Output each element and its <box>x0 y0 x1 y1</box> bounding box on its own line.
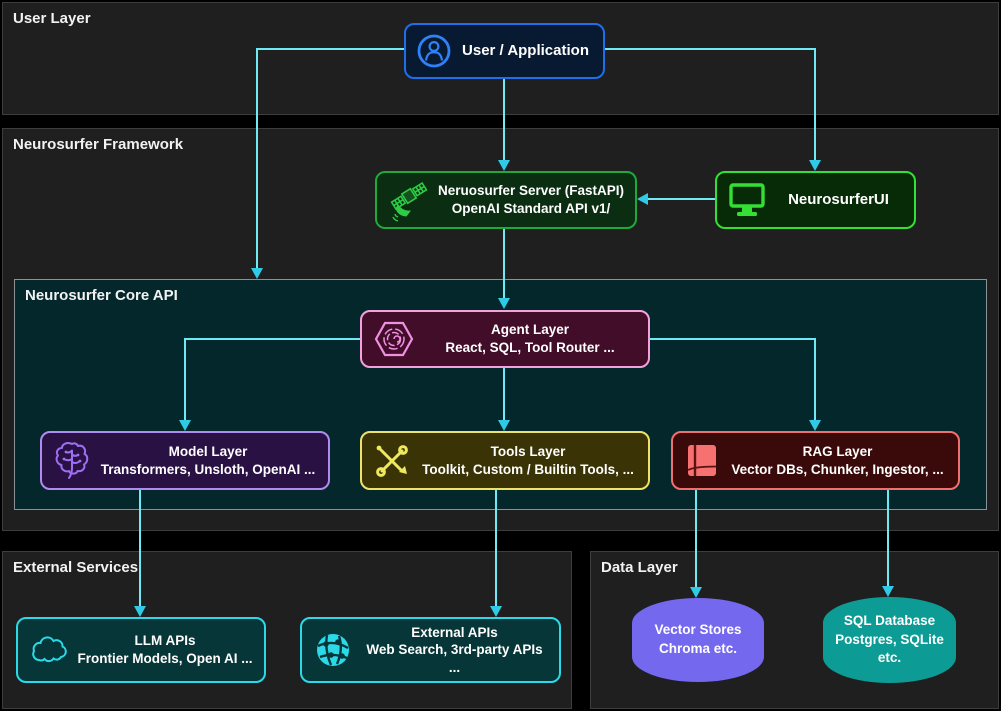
connector-user-to-ui-h <box>605 48 816 50</box>
external-apis-node: External APIs Web Search, 3rd-party APIs… <box>300 617 561 683</box>
arrowhead-into-tools-layer <box>498 420 510 431</box>
arrowhead-into-rag-layer <box>809 420 821 431</box>
arrowhead-into-server-top <box>498 160 510 171</box>
globe-network-icon <box>312 629 354 671</box>
connector-agent-to-model-h <box>184 338 360 340</box>
connector-rag-to-sql-v <box>887 490 889 587</box>
arrowhead-into-neurosurfer-ui <box>809 160 821 171</box>
rag-layer-node: RAG Layer Vector DBs, Chunker, Ingestor,… <box>671 431 960 490</box>
neurosurfer-ui-node: NeurosurferUI <box>715 171 916 229</box>
tools-layer-node: Tools Layer Toolkit, Custom / Builtin To… <box>360 431 650 490</box>
connector-user-to-coreapi-v <box>256 48 258 269</box>
arrowhead-into-model-layer <box>179 420 191 431</box>
model-layer-subtitle: Transformers, Unsloth, OpenAI ... <box>100 461 316 477</box>
arrowhead-into-core-api <box>251 268 263 279</box>
tools-icon <box>372 441 412 481</box>
sql-database-line2: Postgres, SQLite <box>835 631 944 647</box>
sql-database-line3: etc. <box>877 650 902 666</box>
user-application-node: User / Application <box>404 23 605 79</box>
server-title: Neruosurfer Server (FastAPI) <box>437 183 625 199</box>
connector-agent-to-model-v <box>184 338 186 421</box>
vector-stores-line2: Chroma etc. <box>658 641 738 656</box>
connector-agent-to-tools-v <box>503 368 505 421</box>
arrowhead-into-vector-stores <box>690 587 702 598</box>
agent-hexagon-icon <box>372 317 416 361</box>
monitor-icon <box>727 182 767 218</box>
section-label-neurosurfer-framework: Neurosurfer Framework <box>13 136 184 153</box>
connector-user-to-coreapi-h <box>256 48 406 50</box>
agent-layer-title: Agent Layer <box>490 322 570 338</box>
connector-agent-to-rag-v <box>814 338 816 421</box>
user-icon <box>416 33 452 69</box>
tools-layer-title: Tools Layer <box>490 443 566 459</box>
model-layer-node: Model Layer Transformers, Unsloth, OpenA… <box>40 431 330 490</box>
sql-database-node: SQL Database Postgres, SQLite etc. <box>823 597 956 683</box>
book-icon <box>683 441 721 481</box>
section-label-data-layer: Data Layer <box>601 559 678 576</box>
llm-apis-title: LLM APIs <box>134 633 196 649</box>
vector-stores-line1: Vector Stores <box>654 622 742 638</box>
section-label-user-layer: User Layer <box>13 10 91 27</box>
tools-layer-subtitle: Toolkit, Custom / Builtin Tools, ... <box>422 461 634 477</box>
agent-layer-subtitle: React, SQL, Tool Router ... <box>445 340 615 355</box>
brain-icon <box>52 439 92 483</box>
llm-apis-node: LLM APIs Frontier Models, Open AI ... <box>16 617 266 683</box>
connector-user-to-server-v <box>503 78 505 161</box>
arrowhead-into-agent-layer <box>498 298 510 309</box>
vector-stores-node: Vector Stores Chroma etc. <box>632 598 764 682</box>
arrowhead-into-sql-database <box>882 586 894 597</box>
arrowhead-into-llm-apis <box>134 606 146 617</box>
rag-layer-title: RAG Layer <box>802 443 873 459</box>
cloud-icon <box>28 633 70 667</box>
section-label-external-services: External Services <box>13 559 139 576</box>
arrowhead-into-server-right <box>637 193 648 205</box>
llm-apis-subtitle: Frontier Models, Open AI ... <box>77 651 253 666</box>
rag-layer-subtitle: Vector DBs, Chunker, Ingestor, ... <box>731 461 944 477</box>
agent-layer-node: Agent Layer React, SQL, Tool Router ... <box>360 310 650 368</box>
section-label-neurosurfer-core-api: Neurosurfer Core API <box>25 287 178 304</box>
connector-server-to-agent-v <box>503 229 505 299</box>
connector-user-to-ui-v <box>814 48 816 161</box>
user-application-label: User / Application <box>462 42 589 60</box>
sql-database-line1: SQL Database <box>843 612 936 628</box>
satellite-icon <box>387 178 431 222</box>
external-apis-subtitle: Web Search, 3rd-party APIs ... <box>366 642 543 675</box>
external-apis-title: External APIs <box>411 624 498 640</box>
server-node: Neruosurfer Server (FastAPI) OpenAI Stan… <box>375 171 637 229</box>
connector-agent-to-rag-h <box>649 338 816 340</box>
arrowhead-into-external-apis <box>490 606 502 617</box>
connector-tools-to-external-v <box>495 490 497 607</box>
connector-model-to-llm-v <box>139 490 141 607</box>
connector-rag-to-vector-v <box>695 490 697 588</box>
connector-ui-to-server-h <box>646 198 715 200</box>
model-layer-title: Model Layer <box>168 443 248 459</box>
neurosurfer-ui-label: NeurosurferUI <box>788 191 889 209</box>
server-subtitle: OpenAI Standard API v1/ <box>451 201 611 216</box>
